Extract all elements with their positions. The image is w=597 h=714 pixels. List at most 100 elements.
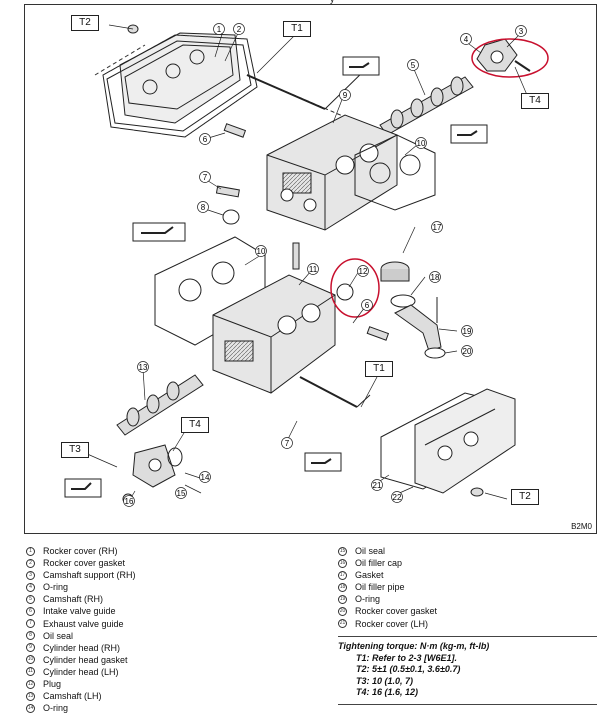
legend-item: 11 Cylinder head (LH): [26, 666, 136, 678]
legend-label: Cylinder head gasket: [43, 654, 128, 665]
legend-number: 7: [26, 619, 35, 629]
callout-1: 1: [213, 23, 225, 35]
callout-18: 18: [429, 271, 441, 283]
callout-19: 19: [461, 325, 473, 337]
legend-number: 12: [26, 679, 35, 689]
legend-item: 15 Oil seal: [338, 545, 437, 557]
legend-number: 5: [26, 594, 35, 604]
bolt-t1-bottom-drawing: [299, 376, 371, 408]
svg-text:9: 9: [343, 91, 348, 100]
legend-label: Cylinder head (LH): [43, 666, 119, 677]
torque-tag-t2-bottom: T2: [511, 489, 539, 505]
torque-tag-t1-bottom: T1: [365, 361, 393, 377]
svg-text:20: 20: [463, 347, 472, 356]
svg-text:7: 7: [203, 173, 208, 182]
cylinder-head-lh-drawing: [212, 274, 336, 394]
callout-9: 9: [339, 89, 351, 101]
rocker-cover-lh-drawing: [380, 388, 516, 494]
legend-number: 3: [26, 570, 35, 580]
legend-label: Exhaust valve guide: [43, 618, 124, 629]
callout-6a: 6: [199, 133, 211, 145]
torque-item-t4: T4: 16 (1.6, 12): [356, 687, 419, 698]
callout-11: 11: [307, 263, 319, 275]
legend-label: Gasket: [355, 570, 384, 581]
legend-item: 7 Exhaust valve guide: [26, 618, 136, 630]
legend-number: 15: [338, 546, 347, 556]
svg-text:13: 13: [139, 363, 148, 372]
callout-7b: 7: [281, 437, 293, 449]
torque-tag-t3: T3: [61, 442, 89, 458]
callout-20: 20: [461, 345, 473, 357]
legend-item: 13 Camshaft (LH): [26, 690, 136, 702]
svg-text:14: 14: [201, 473, 210, 482]
legend-label: Rocker cover gasket: [43, 558, 126, 569]
svg-text:16: 16: [125, 497, 134, 506]
legend-label: Oil seal: [355, 546, 386, 556]
legend-number: 17: [338, 570, 347, 580]
torque-tag-t1-top: T1: [283, 21, 311, 37]
legend-label: Oil filler cap: [355, 558, 403, 569]
svg-text:6: 6: [365, 301, 370, 310]
legend-label: Rocker cover gasket: [355, 606, 438, 617]
legend-number: 20: [338, 607, 347, 617]
callout-21: 21: [371, 479, 383, 491]
legend-label: Cylinder head (RH): [43, 642, 121, 653]
valve-guides-drawing: [215, 123, 390, 341]
oil-apply-symbol-3: [304, 452, 342, 472]
legend-number: 18: [338, 582, 347, 592]
svg-text:21: 21: [373, 481, 382, 490]
torque-divider-bottom: [338, 704, 597, 705]
oil-apply-symbol-1: [342, 56, 380, 76]
svg-text:11: 11: [309, 265, 318, 274]
callout-6b: 6: [361, 299, 373, 311]
callout-7a: 7: [199, 171, 211, 183]
legend-number: 2: [26, 558, 35, 568]
head-gasket-rh-drawing: [354, 134, 436, 211]
seal-apply-symbol-1: [132, 222, 186, 242]
callout-16: 16: [123, 495, 135, 507]
callout-10b: 10: [255, 245, 267, 257]
legend-label: O-ring: [355, 594, 381, 605]
legend-label: Camshaft (LH): [43, 691, 102, 702]
callout-14: 14: [199, 471, 211, 483]
exploded-view-drawing: [64, 24, 549, 505]
legend-number: 14: [26, 703, 35, 713]
top-cut-text: y: [330, 0, 335, 4]
svg-text:6: 6: [203, 135, 208, 144]
svg-text:10: 10: [257, 247, 266, 256]
legend-item: 3 Camshaft support (RH): [26, 569, 136, 581]
legend-label: O-ring: [43, 703, 69, 714]
svg-text:12: 12: [359, 267, 368, 276]
svg-text:3: 3: [519, 27, 524, 36]
svg-text:15: 15: [177, 489, 186, 498]
legend-number: 11: [26, 667, 35, 677]
legend-number: 10: [26, 655, 35, 665]
oil-apply-symbol-2: [450, 124, 488, 144]
torque-item-t3: T3: 10 (1.0, 7): [356, 675, 414, 686]
svg-text:5: 5: [411, 61, 416, 70]
callout-22: 22: [391, 491, 403, 503]
camshaft-lh-drawing: [116, 374, 204, 436]
legend-label: Camshaft support (RH): [43, 570, 136, 581]
part-number-callouts: 1 2 3 4 5 6 6 7 7 8 9 10 10 11 12 13 14 …: [123, 23, 527, 507]
legend-number: 13: [26, 691, 35, 701]
svg-text:22: 22: [393, 493, 402, 502]
svg-text:7: 7: [285, 439, 290, 448]
callout-8: 8: [197, 201, 209, 213]
legend-item: 20 Rocker cover gasket: [338, 605, 437, 617]
callout-15: 15: [175, 487, 187, 499]
legend-label: Rocker cover (LH): [355, 618, 429, 629]
svg-text:8: 8: [201, 203, 206, 212]
legend-number: 1: [26, 546, 35, 556]
torque-title: Tightening torque: N·m (kg-m, ft-lb): [338, 641, 490, 651]
exploded-diagram: T2 T1 T4 T1 T4 T3 T2 1 2 3 4 5 6 6 7 7 8…: [24, 4, 597, 534]
